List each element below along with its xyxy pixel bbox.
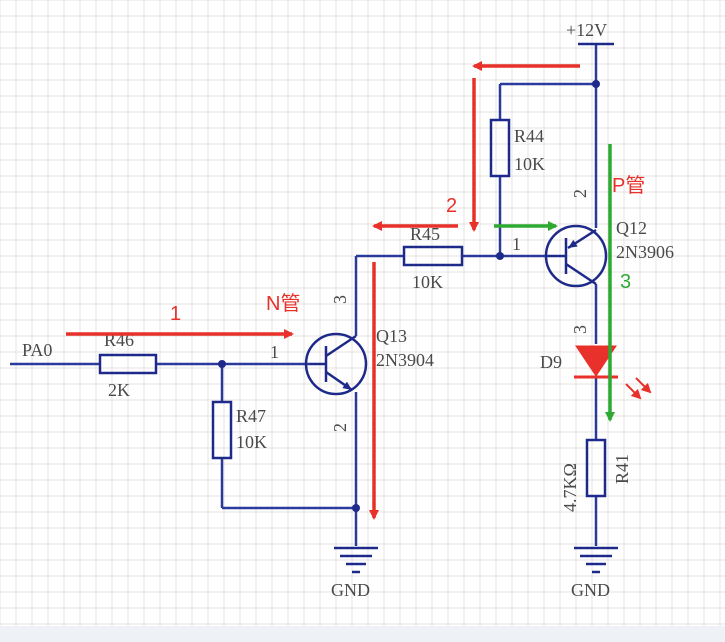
q13-part: 2N3904 [376, 350, 434, 370]
q13-pin3: 3 [330, 295, 350, 304]
q12-pin3: 3 [570, 325, 590, 334]
p-type-label: P管 [612, 174, 645, 197]
r45-value: 10K [412, 272, 443, 292]
wires [10, 44, 598, 546]
gnd-symbol-left [334, 546, 378, 574]
r45-name: R45 [410, 224, 440, 244]
gnd-label-left: GND [331, 580, 370, 600]
step-3-label: 3 [620, 271, 631, 293]
pa0-label: PA0 [22, 340, 52, 360]
bottom-bar [0, 626, 725, 642]
resistor-r41 [585, 438, 607, 498]
led-d9 [574, 345, 652, 400]
q13-pin1: 1 [270, 342, 279, 362]
q12-name: Q12 [616, 218, 647, 238]
step-2-label: 2 [446, 195, 457, 217]
step-1-label: 1 [170, 303, 181, 325]
transistor-q13 [304, 332, 368, 396]
resistor-r47 [211, 400, 233, 460]
q13-pin2: 2 [330, 423, 350, 432]
r44-name: R44 [514, 126, 544, 146]
r44-value: 10K [514, 154, 545, 174]
r47-name: R47 [236, 406, 266, 426]
resistor-r46 [98, 353, 158, 375]
r41-name: R41 [612, 454, 632, 484]
r47-value: 10K [236, 432, 267, 452]
resistor-r44 [489, 118, 511, 178]
q12-pin1: 1 [512, 234, 521, 254]
vcc-label: +12V [566, 20, 607, 40]
gnd-symbol-right [574, 546, 618, 574]
junction-dots [218, 80, 600, 512]
current-arrows-red [66, 61, 580, 520]
d9-name: D9 [540, 352, 562, 372]
resistor-r45 [402, 245, 464, 267]
background-grid [0, 0, 725, 626]
q12-part: 2N3906 [616, 242, 674, 262]
r41-value: 4.7KΩ [560, 463, 580, 512]
r46-value: 2K [108, 380, 130, 400]
n-type-label: N管 [266, 292, 300, 315]
transistor-q12 [544, 224, 608, 288]
q13-name: Q13 [376, 326, 407, 346]
q12-pin2: 2 [570, 189, 590, 198]
current-arrows-green [494, 144, 615, 422]
gnd-label-right: GND [571, 580, 610, 600]
